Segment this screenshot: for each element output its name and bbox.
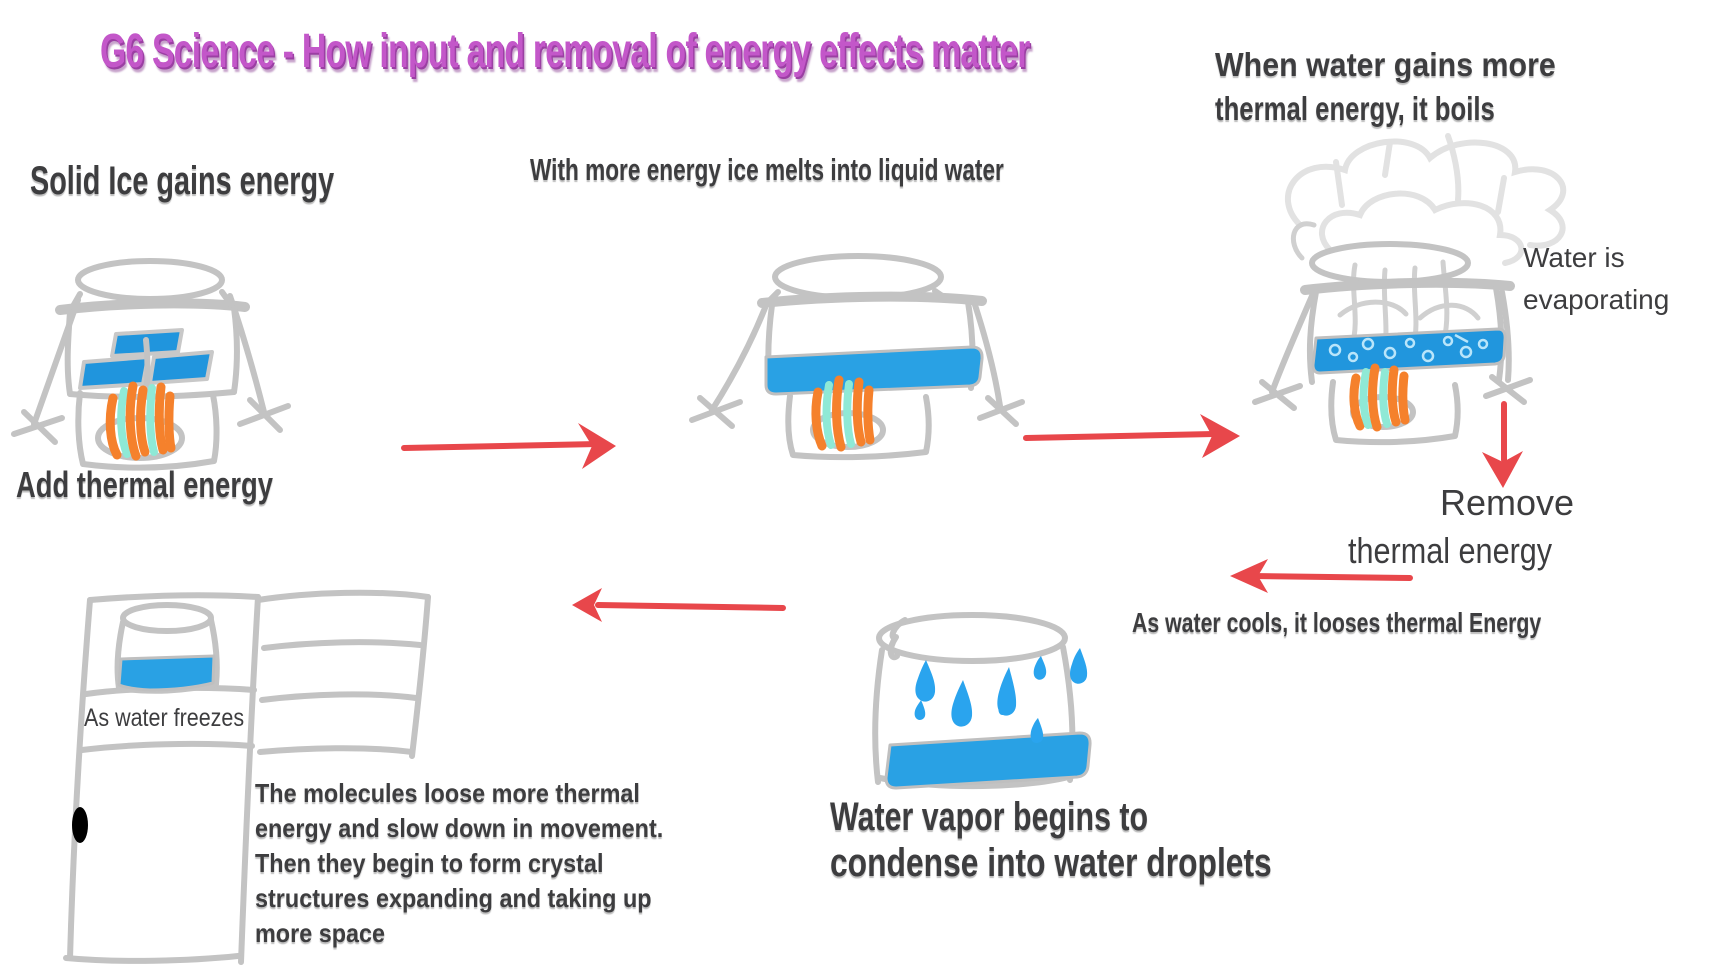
melt-pot-drawing: [689, 253, 1025, 461]
boil-stage-heading-line2: thermal energy, it boils: [1215, 90, 1495, 127]
cooling-caption: As water cools, it looses thermal Energy: [1132, 607, 1542, 638]
liquid-water-strip: [764, 345, 984, 396]
ice-pot-drawing: [11, 258, 291, 471]
solid-stage-heading: Solid Ice gains energy: [30, 159, 335, 203]
ice-cubes: [78, 328, 214, 395]
add-thermal-energy-label: Add thermal energy: [16, 464, 273, 505]
steam-drawing: [1285, 133, 1567, 361]
flame-icon: [105, 381, 176, 461]
condense-caption-line2: condense into water droplets: [830, 841, 1272, 885]
condense-caption-line1: Water vapor begins to: [830, 795, 1149, 839]
condensed-water-strip: [884, 731, 1092, 790]
flame-icon: [1349, 363, 1410, 432]
melt-stage-heading: With more energy ice melts into liquid w…: [530, 152, 1004, 187]
boil-pot-drawing: [1252, 241, 1533, 446]
freeze-label: As water freezes: [84, 704, 245, 732]
freeze-paragraph-line: structures expanding and taking up: [255, 883, 652, 913]
remove-energy-arrow: [1482, 401, 1523, 488]
freezing-water: [117, 654, 216, 692]
water-evaporating-note-line1: Water is: [1523, 242, 1625, 273]
melt-arrow: [401, 423, 616, 469]
freeze-paragraph-line: Then they begin to form crystal: [255, 848, 604, 878]
freeze-paragraph: The molecules loose more thermal energy …: [255, 776, 663, 951]
remove-thermal-label-line1: Remove: [1440, 482, 1575, 523]
boil-stage-heading-line1: When water gains more: [1215, 46, 1556, 83]
boil-arrow: [1023, 414, 1240, 458]
main-title: G6 Science - How input and removal of en…: [100, 25, 1030, 78]
remove-thermal-label-line2: thermal energy: [1348, 530, 1553, 571]
freezer-handle: [72, 807, 88, 843]
cooling-arrow: [1230, 559, 1413, 593]
water-droplets: [914, 648, 1088, 743]
water-evaporating-note-line2: evaporating: [1523, 284, 1670, 315]
bubbles: [1328, 333, 1489, 363]
boiling-water-strip: [1311, 327, 1507, 375]
freeze-paragraph-line: energy and slow down in movement.: [255, 813, 664, 843]
freeze-paragraph-line: The molecules loose more thermal: [255, 778, 640, 808]
condense-pot-drawing: [872, 612, 1092, 790]
freezing-arrow: [572, 588, 786, 622]
freeze-paragraph-line: more space: [255, 918, 386, 948]
flame-icon: [811, 375, 875, 452]
water-cup-drawing: [114, 602, 220, 694]
freezer-drawing: [63, 589, 431, 965]
